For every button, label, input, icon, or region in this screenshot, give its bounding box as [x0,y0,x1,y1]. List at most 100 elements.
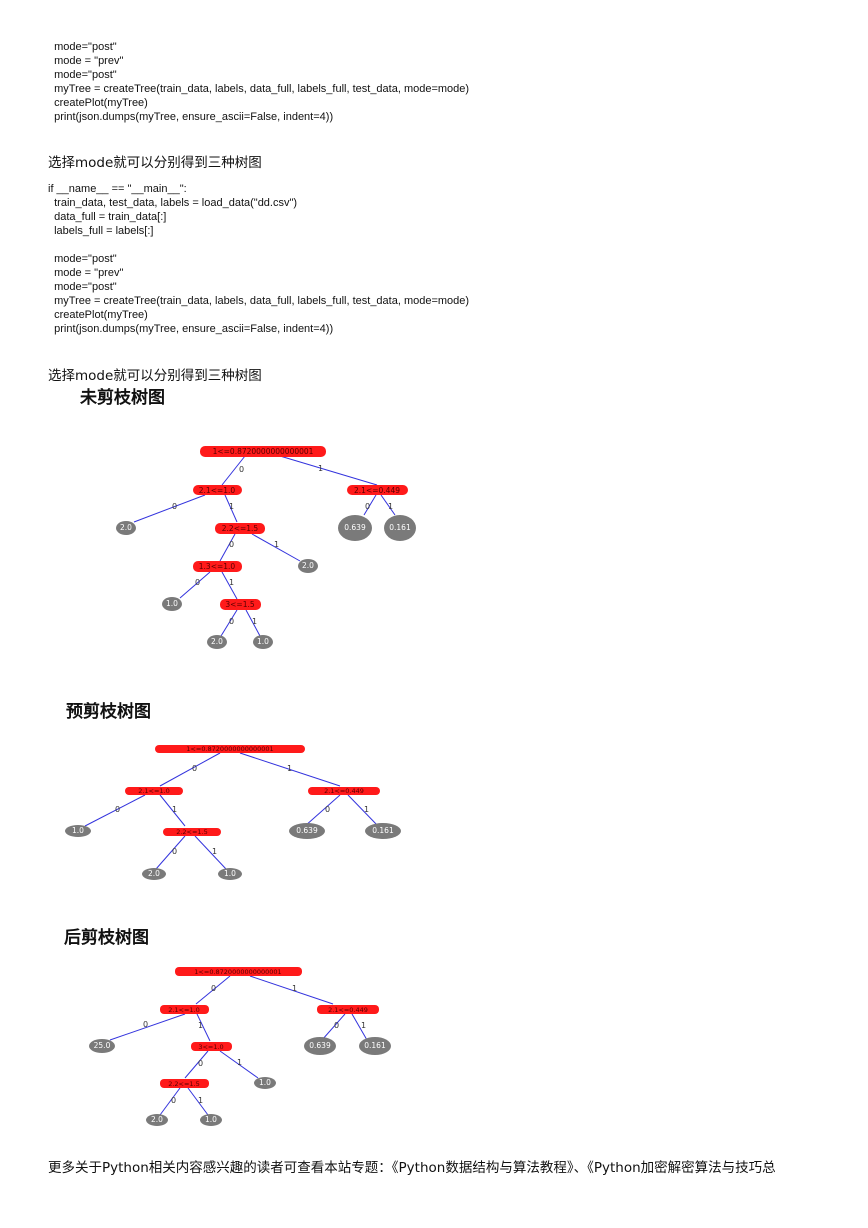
prepruned-tree-title: 预剪枝树图 [66,702,151,722]
leaf-node [359,1037,391,1055]
leaf-node [338,515,372,541]
decision-nodes: 1<=0.8720000000000001 2.1<=1.0 2.1<=0.44… [193,446,408,610]
edge-label: 1 [229,578,234,587]
leaf-node-label: 0.639 [309,1041,331,1050]
decision-node-label: 2.2<=1.5 [222,524,259,533]
edge-label: 1 [237,1058,242,1067]
code-line: mode = "prev" [48,267,124,279]
decision-node-label: 2.1<=1.0 [168,1006,200,1014]
tree-edge [109,1013,186,1041]
leaf-node-label: 2.0 [120,523,132,532]
tree-edge [196,1013,211,1042]
footer-related-topics: 更多关于Python相关内容感兴趣的读者可查看本站专题：《Python数据结构与… [48,1160,776,1176]
unpruned-tree-title: 未剪枝树图 [80,388,165,408]
tree-edge [219,533,236,562]
tree-edge [159,794,186,827]
tree-edge [224,494,238,523]
leaf-node [253,635,273,649]
decision-node [200,446,326,457]
code-line: myTree = createTree(train_data, labels, … [48,83,470,95]
code-line: train_data, test_data, labels = load_dat… [48,197,298,209]
tree-edge [251,533,301,562]
tree-edge [159,1087,181,1116]
leaf-node [142,868,166,880]
edge-label: 1 [212,847,217,856]
code-line: mode="post" [48,253,117,265]
decision-node [191,1042,232,1051]
decision-node [163,828,221,836]
leaf-node [207,635,227,649]
tree-edge [195,975,231,1005]
leaf-node-label: 2.0 [148,869,160,878]
code-line: mode="post" [48,41,117,53]
leaf-node [218,868,242,880]
decision-node-label: 2.1<=1.0 [138,787,170,795]
tree-edge [221,571,238,600]
edge-labels: 0 1 0 1 0 1 0 1 0 1 [143,984,366,1105]
decision-node [125,787,183,795]
leaf-node [116,521,136,535]
edge-label: 0 [211,984,216,993]
leaf-node [89,1039,115,1053]
code-block-2: if __name__ == "__main__": train_data, t… [48,182,469,336]
code-line: createPlot(myTree) [48,97,148,109]
tree-edge [159,752,221,787]
edge-label: 0 [239,465,244,474]
tree-edge [187,1087,209,1116]
decision-node-label: 3<=1.0 [198,1043,223,1051]
edge-label: 1 [252,617,257,626]
tree-edges [133,455,396,637]
code-block-1: mode="post" mode = "prev" mode="post" my… [48,40,469,124]
edge-label: 1 [198,1021,203,1030]
unpruned-tree-figure: 0 1 0 1 0 1 0 1 0 1 0 1 1<=0.87200000000… [116,446,416,649]
tree-edge [219,1050,259,1079]
decision-node-label: 2.2<=1.5 [168,1080,200,1088]
decision-node-label: 2.1<=0.449 [328,1006,368,1014]
tree-edges [84,752,379,870]
leaf-node-label: 1.0 [257,637,269,646]
leaf-node-label: 1.0 [259,1078,271,1087]
tree-edge [380,494,396,516]
decision-node-label: 1<=0.8720000000000001 [186,745,273,753]
leaf-node [298,559,318,573]
edge-label: 0 [229,617,234,626]
leaf-node-label: 0.639 [344,523,366,532]
code-line: mode="post" [48,69,117,81]
leaf-node-label: 1.0 [166,599,178,608]
tree-edge [155,835,186,870]
edge-label: 0 [192,764,197,773]
tree-edge [351,1013,368,1041]
edge-label: 0 [115,805,120,814]
decision-node [193,561,242,572]
tree-edge [179,571,211,599]
tree-edge [363,494,377,516]
decision-node [317,1005,379,1014]
tree-edge [321,1013,346,1041]
leaf-node [146,1114,168,1126]
edge-label: 0 [325,805,330,814]
edge-label: 0 [198,1059,203,1068]
decision-node [347,485,408,495]
decision-node-label: 1.3<=1.0 [199,562,236,571]
leaf-node [384,515,416,541]
leaf-node-label: 0.639 [296,826,318,835]
edge-label: 0 [195,578,200,587]
leaf-node-label: 1.0 [205,1115,217,1124]
tree-edge [304,794,341,827]
leaf-nodes: 1.0 0.639 0.161 2.0 1.0 [65,823,401,880]
tree-edge [194,835,227,870]
tree-edge [245,609,261,637]
postpruned-tree-title: 后剪枝树图 [64,928,149,948]
decision-node-label: 2.1<=0.449 [354,486,400,495]
tree-edge [279,455,378,486]
leaf-node [200,1114,222,1126]
edge-label: 1 [172,805,177,814]
leaf-node [254,1077,276,1089]
leaf-nodes: 25.0 0.639 0.161 1.0 2.0 1.0 [89,1037,391,1126]
edge-label: 0 [229,540,234,549]
paragraph-select-mode-1: 选择mode就可以分别得到三种树图 [48,155,262,171]
leaf-node-label: 1.0 [224,869,236,878]
decision-node [215,523,265,534]
decision-node [160,1079,209,1088]
edge-label: 1 [229,502,234,511]
